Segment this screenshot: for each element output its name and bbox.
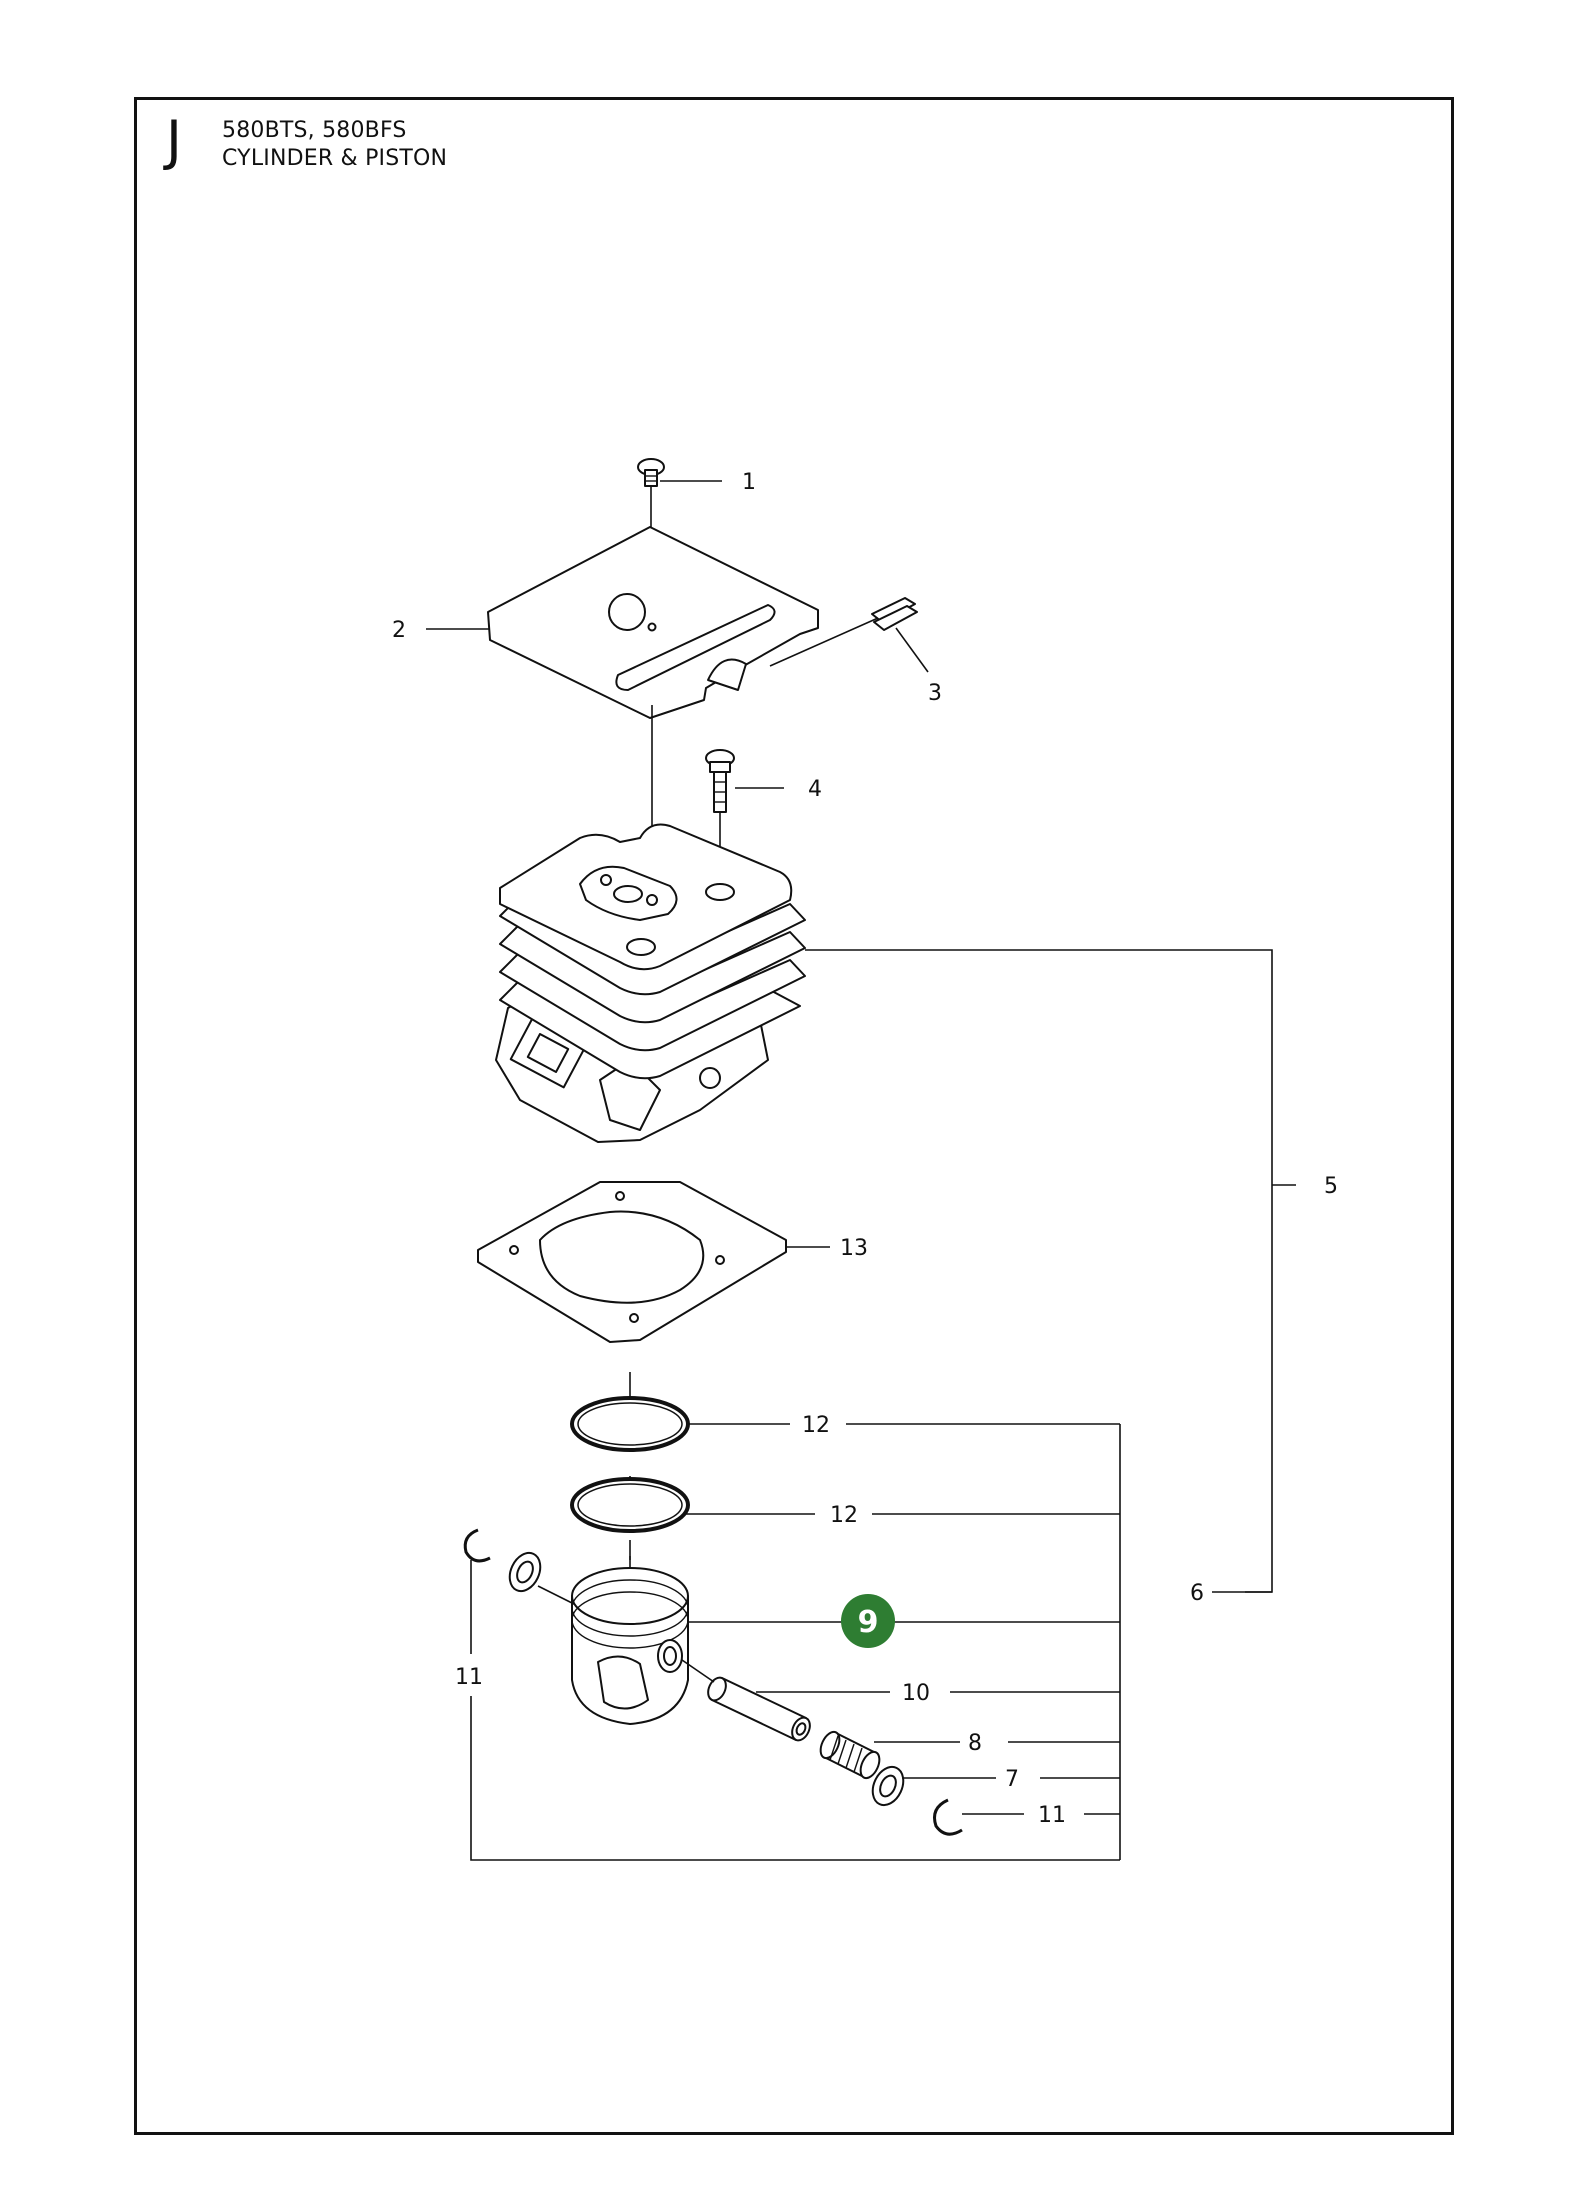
part-11-circlip-right <box>933 1798 963 1836</box>
part-8-needle-bearing <box>819 1730 881 1780</box>
part-3-clip <box>871 597 918 631</box>
part-9-piston <box>571 1567 689 1725</box>
callout-7: 7 <box>1005 1767 1019 1792</box>
part-13-gasket <box>477 1181 787 1343</box>
callout-9: 9 <box>858 1605 879 1640</box>
section-letter: J <box>166 109 182 172</box>
part-7-washer <box>871 1765 905 1807</box>
callout-12-top: 12 <box>802 1413 830 1438</box>
part-5-cylinder <box>495 823 806 1143</box>
callout-5: 5 <box>1324 1174 1338 1199</box>
callout-11-left: 11 <box>455 1665 483 1690</box>
callout-3: 3 <box>928 681 942 706</box>
callout-11-right: 11 <box>1038 1803 1066 1828</box>
callout-1: 1 <box>742 470 756 495</box>
part-12-ring-top <box>570 1396 690 1452</box>
part-11-washer-left <box>508 1551 542 1593</box>
part-1-screw <box>637 458 665 487</box>
callout-8: 8 <box>968 1731 982 1756</box>
callout-6: 6 <box>1190 1581 1204 1606</box>
part-10-piston-pin <box>707 1676 811 1742</box>
callout-4: 4 <box>808 777 822 802</box>
part-4-bolt <box>705 749 735 813</box>
model-names: 580BTS, 580BFS <box>222 118 407 143</box>
highlight-badge <box>841 1594 895 1648</box>
part-11-circlip-left <box>463 1528 491 1563</box>
callout-12-bottom: 12 <box>830 1503 858 1528</box>
callout-10: 10 <box>902 1681 930 1706</box>
part-2-plate <box>487 526 819 719</box>
part-12-ring-bottom <box>570 1477 690 1533</box>
callout-2: 2 <box>392 618 406 643</box>
callout-13: 13 <box>840 1236 868 1261</box>
page-title: CYLINDER & PISTON <box>222 146 448 171</box>
page-frame <box>134 97 1454 2135</box>
